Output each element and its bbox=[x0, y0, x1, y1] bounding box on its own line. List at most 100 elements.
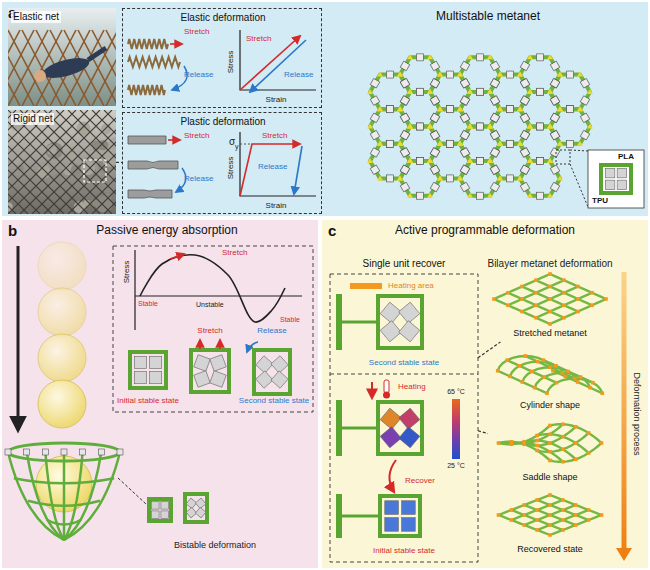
rope bbox=[106, 30, 116, 106]
lattice-joint bbox=[506, 291, 510, 295]
lattice-joint bbox=[407, 124, 413, 129]
lattice-unit bbox=[430, 130, 440, 140]
lattice-joint bbox=[576, 285, 580, 289]
lattice-joint bbox=[517, 106, 523, 111]
lattice-joint bbox=[517, 175, 523, 180]
net-basket bbox=[5, 443, 123, 540]
lattice-joint bbox=[604, 297, 608, 301]
arrow bbox=[170, 254, 184, 259]
lattice-unit bbox=[430, 148, 440, 158]
lattice-unit bbox=[507, 106, 514, 113]
lattice-joint bbox=[557, 141, 563, 146]
lattice-cell bbox=[400, 92, 440, 127]
unit-square bbox=[161, 511, 168, 518]
inset-box: PLATPU bbox=[588, 150, 644, 208]
lattice-unit bbox=[550, 78, 560, 88]
lattice-joint bbox=[600, 391, 604, 395]
arrow bbox=[250, 40, 306, 92]
lattice-unit bbox=[400, 130, 410, 140]
lattice-unit bbox=[580, 113, 590, 123]
unit-frame bbox=[149, 499, 171, 521]
wire bbox=[8, 110, 52, 214]
shape-box: Recovered state bbox=[488, 488, 612, 558]
metanet-shape bbox=[496, 354, 604, 395]
lattice-joint bbox=[561, 518, 565, 522]
lattice-unit bbox=[447, 140, 454, 147]
annotation-label: Stable bbox=[138, 300, 158, 308]
wire bbox=[8, 110, 76, 214]
node-text: Rigid net bbox=[11, 113, 54, 125]
lattice-unit bbox=[550, 61, 560, 71]
lattice-cell bbox=[460, 161, 500, 196]
lattice-joint bbox=[427, 158, 433, 163]
lattice-unit bbox=[537, 192, 544, 199]
unit-square bbox=[194, 371, 211, 388]
lattice-unit bbox=[537, 88, 544, 95]
lattice-unit bbox=[520, 113, 530, 123]
node-text: TPU bbox=[592, 196, 608, 205]
lattice-unit bbox=[417, 123, 424, 130]
lattice-unit bbox=[417, 88, 424, 95]
lattice-joint bbox=[548, 533, 552, 537]
lattice-joint bbox=[527, 123, 533, 128]
falling-ball bbox=[38, 288, 86, 336]
lattice-joint bbox=[548, 272, 552, 276]
lattice-joint bbox=[397, 175, 403, 180]
lattice-unit bbox=[490, 148, 500, 158]
lattice-joint bbox=[407, 158, 413, 163]
lattice-joint bbox=[574, 513, 578, 517]
lattice-joint bbox=[377, 72, 383, 77]
net-strand bbox=[64, 452, 83, 540]
lattice-joint bbox=[487, 193, 493, 198]
lattice-unit bbox=[537, 88, 544, 95]
unit-square bbox=[210, 371, 227, 388]
lattice-cell bbox=[550, 75, 590, 110]
unit-square bbox=[605, 180, 615, 190]
lattice-joint bbox=[536, 360, 540, 364]
unit-square bbox=[380, 321, 401, 342]
node-text: Stretched metanet bbox=[513, 328, 587, 338]
lattice-joint bbox=[367, 89, 373, 94]
lattice-unit bbox=[490, 113, 500, 123]
lattice-joint bbox=[407, 89, 413, 94]
lattice-unit bbox=[477, 158, 484, 165]
lattice-unit bbox=[417, 158, 424, 165]
lattice-joint bbox=[557, 106, 563, 111]
net-strand bbox=[8, 452, 64, 540]
lattice-joint bbox=[522, 503, 526, 507]
lattice-joint bbox=[497, 141, 503, 146]
lattice-unit bbox=[490, 61, 500, 71]
lattice-joint bbox=[535, 449, 539, 453]
node-text: Elastic deformation bbox=[180, 12, 265, 24]
lattice-unit bbox=[490, 182, 500, 192]
lattice-joint bbox=[437, 106, 443, 111]
wire bbox=[8, 110, 52, 214]
lattice-unit bbox=[430, 113, 440, 123]
annotation-label: Strain bbox=[266, 95, 287, 104]
lattice-joint bbox=[561, 371, 565, 375]
unit-square bbox=[271, 371, 288, 388]
zoom-square bbox=[556, 150, 570, 164]
lattice-joint bbox=[557, 72, 563, 77]
lattice-unit bbox=[580, 78, 590, 88]
lattice-joint bbox=[397, 106, 403, 111]
lattice-strip bbox=[498, 515, 550, 535]
lattice-joint bbox=[437, 72, 443, 77]
lattice-joint bbox=[497, 175, 503, 180]
unit-square bbox=[399, 408, 420, 429]
lattice-unit bbox=[370, 78, 380, 88]
annotation-label: Heating area bbox=[388, 281, 434, 290]
lattice-joint bbox=[561, 460, 565, 464]
lattice-joint bbox=[548, 365, 552, 369]
lattice-joint bbox=[510, 518, 514, 522]
lattice-strip bbox=[511, 510, 563, 530]
lattice-unit bbox=[430, 113, 440, 123]
lattice-joint bbox=[548, 459, 552, 463]
unit-square bbox=[380, 408, 401, 429]
lattice-cell bbox=[400, 57, 440, 92]
lattice-joint bbox=[521, 380, 525, 384]
lattice-joint bbox=[520, 310, 524, 314]
lattice-unit bbox=[460, 78, 470, 88]
lattice-unit bbox=[417, 158, 424, 165]
